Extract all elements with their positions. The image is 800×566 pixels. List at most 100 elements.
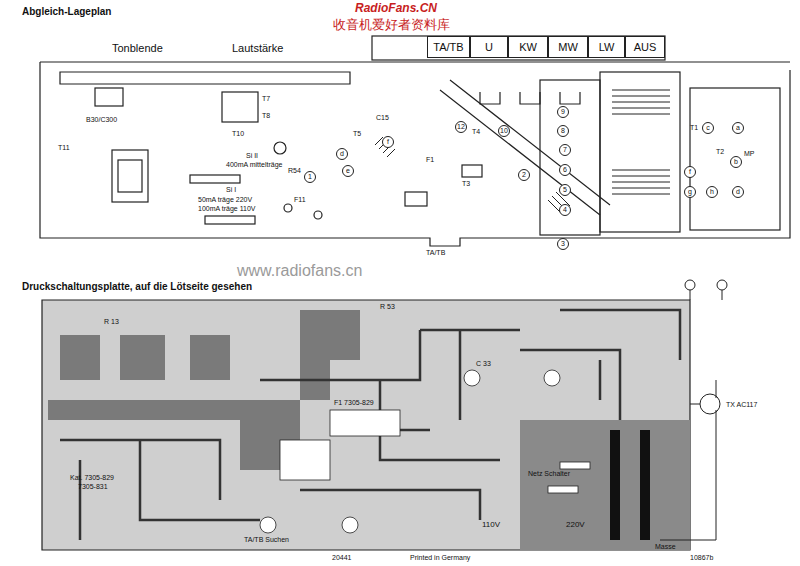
callout-number: h (710, 188, 714, 196)
line-art (548, 486, 578, 493)
alignment-point: b (730, 156, 742, 168)
line-art (95, 88, 123, 106)
line-art (190, 335, 230, 380)
line-art (260, 517, 276, 533)
band-selector-key: TA/TB (427, 36, 470, 58)
line-art (284, 204, 292, 212)
callout-number: 4 (563, 206, 567, 214)
line-art (640, 430, 650, 540)
key-label: LW (599, 41, 615, 53)
alignment-point: 10 (498, 125, 510, 137)
line-art (40, 62, 790, 246)
line-art (612, 90, 670, 194)
band-selector-key: U (470, 36, 508, 58)
line-art (222, 92, 258, 122)
alignment-point: 6 (559, 164, 571, 176)
part-label: T11 (58, 144, 70, 152)
part-label: T3 (462, 180, 470, 188)
line-art (314, 211, 322, 219)
part-label: T8 (262, 112, 270, 120)
line-art (560, 462, 590, 469)
line-art (342, 517, 358, 533)
line-art (660, 290, 722, 540)
alignment-point: a (732, 122, 744, 134)
alignment-point: 8 (557, 125, 569, 137)
line-art (375, 137, 395, 157)
part-label: C 33 (476, 360, 491, 368)
alignment-point: 9 (557, 106, 569, 118)
line-art (112, 150, 148, 202)
part-label: TA/TB Suchen (244, 536, 289, 544)
part-label: Netz Schalter (528, 470, 570, 478)
part-label: 100mA träge 110V (198, 205, 255, 213)
callout-number: d (340, 150, 344, 158)
line-art (120, 335, 165, 380)
callout-number: f (689, 168, 691, 176)
part-label: F11 (294, 196, 306, 204)
line-art (480, 92, 580, 104)
band-selector-key: AUS (625, 36, 665, 58)
part-label: F1 7305-829 (334, 399, 374, 407)
part-label: 400mA mittelträge (226, 161, 282, 169)
alignment-point: 1 (304, 171, 316, 183)
callout-number: g (688, 188, 692, 196)
callout-number: 12 (457, 123, 465, 131)
line-art (260, 370, 590, 533)
line-art (540, 80, 600, 235)
line-art (190, 175, 240, 183)
part-label: Tonblende (112, 42, 163, 54)
part-label: Druckschaltungsplatte, auf die Lötseite … (22, 281, 252, 292)
line-art (60, 330, 500, 540)
line-art (600, 72, 680, 232)
part-label: Si II (246, 152, 258, 160)
line-art (690, 88, 780, 230)
line-art (440, 80, 610, 215)
part-label: R54 (288, 167, 301, 175)
part-label: www.radiofans.cn (237, 262, 362, 280)
line-art (372, 36, 665, 60)
part-label: T10 (232, 130, 244, 138)
line-art (717, 280, 727, 290)
part-label: Kat. 7305-829 (70, 474, 114, 482)
line-art (274, 142, 286, 154)
part-label: Si I (226, 186, 236, 194)
line-art (700, 394, 720, 414)
key-label: TA/TB (433, 41, 463, 53)
line-art (405, 192, 427, 206)
callout-number: d (736, 188, 740, 196)
callout-number: 5 (563, 186, 567, 194)
part-label: 50mA träge 220V (198, 196, 252, 204)
part-label: R 13 (104, 318, 119, 326)
part-label: 10867b (690, 554, 713, 562)
key-label: KW (519, 41, 537, 53)
part-label: RadioFans.CN (355, 2, 437, 15)
key-label: U (485, 41, 493, 53)
key-label: MW (558, 41, 578, 53)
callout-number: a (736, 124, 740, 132)
part-label: 110V (482, 521, 500, 530)
diagram-title: Abgleich-Lageplan (22, 6, 111, 17)
alignment-point: d (732, 186, 744, 198)
line-art (60, 72, 350, 84)
callout-number: e (346, 167, 350, 175)
line-art (660, 280, 727, 540)
alignment-point: 3 (557, 238, 569, 250)
part-label: TA/TB (426, 249, 445, 257)
part-label: Printed in Germany (410, 554, 470, 562)
part-label: T4 (472, 128, 480, 136)
alignment-point: f (382, 136, 394, 148)
line-art (685, 280, 695, 290)
part-label: C15 (376, 114, 389, 122)
alignment-point: 5 (559, 184, 571, 196)
part-label: R 53 (380, 303, 395, 311)
line-art (462, 165, 482, 177)
part-label: T2 (716, 148, 724, 156)
alignment-point: 7 (559, 144, 571, 156)
alignment-point: d (336, 148, 348, 160)
line-art (560, 310, 680, 400)
callout-number: 9 (561, 108, 565, 116)
line-art (118, 160, 142, 192)
key-label: AUS (634, 41, 657, 53)
part-label: Lautstärke (232, 42, 283, 54)
